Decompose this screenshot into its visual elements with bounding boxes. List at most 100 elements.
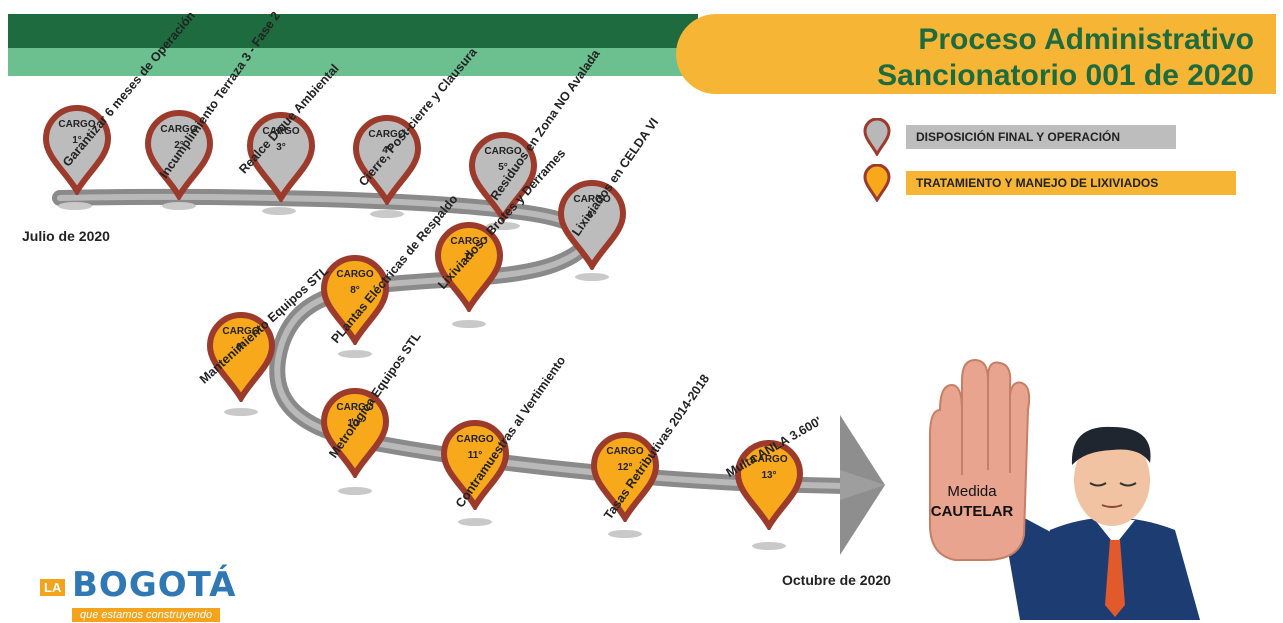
cargo-text: CARGO 2° <box>142 124 216 152</box>
cargo-label: CARGO <box>336 269 374 280</box>
cargo-number: 1° <box>72 135 82 146</box>
cargo-pin: CARGO 10° <box>318 388 392 478</box>
map-pin-icon <box>320 388 390 478</box>
cargo-label: CARGO <box>336 402 374 413</box>
cargo-number: 8° <box>350 285 360 296</box>
map-pin-icon <box>352 115 422 205</box>
cargo-label: CARGO <box>222 326 260 337</box>
cargo-number: 6° <box>587 210 597 221</box>
cargo-number: 4° <box>382 145 392 156</box>
cargo-label: CARGO <box>484 146 522 157</box>
cargo-label: CARGO <box>450 236 488 247</box>
pin-shadow <box>575 273 609 281</box>
cargo-pin: CARGO 5° <box>466 132 540 222</box>
cargo-pin: CARGO 11° <box>438 420 512 510</box>
cargo-text: CARGO 9° <box>204 326 278 354</box>
pin-shadow <box>608 530 642 538</box>
cargo-text: CARGO 3° <box>244 126 318 154</box>
cargo-pin: CARGO 2° <box>142 110 216 200</box>
logo-name: BOGOTÁ <box>72 565 237 605</box>
legend-label-disposicion: DISPOSICIÓN FINAL Y OPERACIÓN <box>906 125 1176 149</box>
pin-shadow <box>452 320 486 328</box>
cargo-text: CARGO 8° <box>318 269 392 297</box>
map-pin-icon <box>42 105 112 195</box>
cargo-text: CARGO 6° <box>555 194 629 222</box>
cargo-text: CARGO 11° <box>438 434 512 462</box>
cargo-number: 5° <box>498 162 508 173</box>
cargo-number: 10° <box>347 418 363 429</box>
cargo-pin: CARGO 12° <box>588 432 662 522</box>
cargo-text: CARGO 10° <box>318 402 392 430</box>
cargo-label: CARGO <box>368 129 406 140</box>
cargo-label: CARGO <box>58 119 96 130</box>
title-line-1: Proceso Administrativo <box>918 23 1254 56</box>
cargo-label: CARGO <box>750 454 788 465</box>
start-date: Julio de 2020 <box>22 228 110 244</box>
cargo-number: 3° <box>276 142 286 153</box>
map-pin-icon <box>434 222 504 312</box>
pin-shadow <box>262 207 296 215</box>
header-band-light <box>8 48 698 76</box>
cargo-pin: CARGO 8° <box>318 255 392 345</box>
cargo-label: CARGO <box>262 126 300 137</box>
cargo-text: CARGO 13° <box>732 454 806 482</box>
cargo-text: CARGO 5° <box>466 146 540 174</box>
legend-orange-pin-icon <box>863 164 891 202</box>
title-box: Proceso Administrativo Sancionatorio 001… <box>676 14 1276 94</box>
bogota-logo: LA BOGOTÁ que estamos construyendo <box>30 565 237 623</box>
map-pin-icon <box>557 180 627 270</box>
cargo-number: 7° <box>464 252 474 263</box>
cargo-label: CARGO <box>456 434 494 445</box>
pin-shadow <box>338 350 372 358</box>
cargo-pin: CARGO 13° <box>732 440 806 530</box>
cargo-pin: CARGO 9° <box>204 312 278 402</box>
pin-shadow <box>224 408 258 416</box>
legend-label-lixiviados: TRATAMIENTO Y MANEJO DE LIXIVIADOS <box>906 171 1236 195</box>
legend-item-lixiviados: TRATAMIENTO Y MANEJO DE LIXIVIADOS <box>862 164 1236 202</box>
pin-shadow <box>58 202 92 210</box>
cargo-number: 11° <box>467 450 483 461</box>
medida-cautelar-label: Medida CAUTELAR <box>922 482 1022 522</box>
cargo-number: 9° <box>236 342 246 353</box>
map-pin-icon <box>144 110 214 200</box>
pin-shadow <box>458 518 492 526</box>
map-pin-icon <box>590 432 660 522</box>
stop-hand-illustration <box>929 358 1200 620</box>
pin-shadow <box>338 487 372 495</box>
map-pin-icon <box>440 420 510 510</box>
page-title: Proceso Administrativo Sancionatorio 001… <box>877 22 1254 94</box>
cargo-text: CARGO 1° <box>40 119 114 147</box>
cautelar-line-2: CAUTELAR <box>930 503 1014 520</box>
header-band-dark <box>8 14 698 48</box>
cargo-number: 12° <box>617 462 633 473</box>
logo-tagline: que estamos construyendo <box>72 608 221 622</box>
legend-gray-pin-icon <box>863 118 891 156</box>
cargo-number: 13° <box>761 470 777 481</box>
map-pin-icon <box>320 255 390 345</box>
cargo-pin: CARGO 1° <box>40 105 114 195</box>
end-date: Octubre de 2020 <box>782 572 891 588</box>
cargo-label: CARGO <box>573 194 611 205</box>
cargo-text: CARGO 7° <box>432 236 506 264</box>
cargo-pin: CARGO 7° <box>432 222 506 312</box>
map-pin-icon <box>246 112 316 202</box>
cautelar-line-1: Medida <box>947 483 997 500</box>
cargo-pin: CARGO 6° <box>555 180 629 270</box>
pin-shadow <box>162 202 196 210</box>
title-line-2: Sancionatorio 001 de 2020 <box>877 59 1254 92</box>
pin-shadow <box>370 210 404 218</box>
map-pin-icon <box>468 132 538 222</box>
map-pin-icon <box>734 440 804 530</box>
cargo-label: CARGO <box>606 446 644 457</box>
cargo-text: CARGO 12° <box>588 446 662 474</box>
cargo-pin: CARGO 4° <box>350 115 424 205</box>
cargo-pin: CARGO 3° <box>244 112 318 202</box>
cargo-label: CARGO <box>160 124 198 135</box>
pin-shadow <box>752 542 786 550</box>
pin-shadow <box>486 222 520 230</box>
cargo-number: 2° <box>174 140 184 151</box>
legend-item-disposicion: DISPOSICIÓN FINAL Y OPERACIÓN <box>862 118 1176 156</box>
logo-prefix: LA <box>40 579 66 596</box>
cargo-text: CARGO 4° <box>350 129 424 157</box>
map-pin-icon <box>206 312 276 402</box>
